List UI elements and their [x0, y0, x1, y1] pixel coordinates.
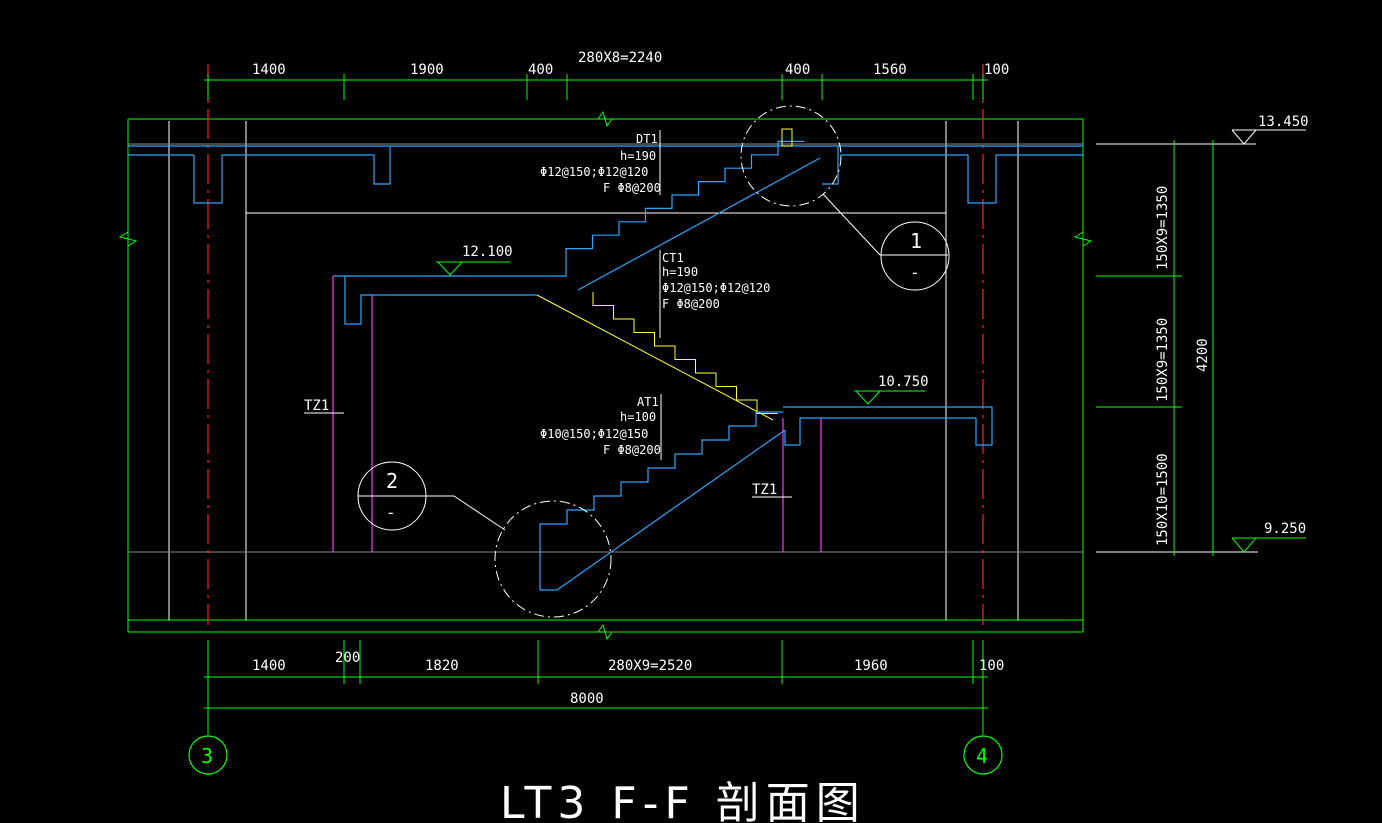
dim-right-1: 150X9=1350 [1155, 186, 1171, 270]
svg-text:DT1: DT1 [636, 132, 658, 146]
dim-right-3: 150X10=1500 [1155, 453, 1171, 546]
dim-bottom-1400: 1400 [252, 658, 286, 674]
dim-bottom-100: 100 [979, 658, 1004, 674]
elevation-markers [436, 129, 1306, 553]
elevation-13450: 13.450 [1258, 114, 1309, 130]
dim-bottom-200: 200 [335, 650, 360, 666]
top-slab [128, 145, 1083, 204]
flight-at1-notes: AT1 h=100 Φ10@150;Φ12@150 F Φ8@200 [540, 395, 661, 457]
dim-right-total: 4200 [1195, 338, 1211, 372]
flight-at1-steps [539, 411, 783, 590]
axis-lines [207, 64, 984, 625]
svg-text:CT1: CT1 [662, 251, 684, 265]
svg-text:F Φ8@200: F Φ8@200 [662, 297, 720, 311]
elevation-9250: 9.250 [1264, 521, 1306, 537]
drawing-title: LT3 F-F 剖面图 [500, 778, 866, 823]
svg-text:h=100: h=100 [620, 410, 656, 424]
detail-1-number: 1 [910, 229, 922, 253]
flight-ct1-soffit [536, 294, 774, 421]
dim-bottom-1820: 1820 [425, 658, 459, 674]
dim-right-2: 150X9=1350 [1155, 318, 1171, 402]
elevation-12100: 12.100 [462, 244, 513, 260]
upper-landing [333, 262, 567, 325]
detail-2-sub: - [386, 503, 396, 522]
dim-top-1900: 1900 [410, 62, 444, 78]
svg-text:Φ12@150;Φ12@120: Φ12@150;Φ12@120 [662, 281, 770, 295]
flight-dt1-steps [565, 140, 805, 262]
dim-top-line [204, 74, 988, 100]
axis-label-4: 4 [976, 744, 988, 768]
dim-top-400b: 400 [785, 62, 810, 78]
svg-text:Φ12@150;Φ12@120: Φ12@150;Φ12@120 [540, 165, 648, 179]
svg-text:F Φ8@200: F Φ8@200 [603, 443, 661, 457]
flight-ct1-notes: CT1 h=190 Φ12@150;Φ12@120 F Φ8@200 [662, 251, 770, 311]
middle-landing [783, 406, 993, 446]
dim-right-line [1096, 140, 1214, 556]
tz1-label-right: TZ1 [752, 482, 777, 498]
flight-leaders [659, 130, 662, 460]
dim-top-1560: 1560 [873, 62, 907, 78]
elevation-10750: 10.750 [878, 374, 929, 390]
dim-top-2240: 280X8=2240 [578, 50, 662, 66]
flight-dt1-soffit [577, 157, 821, 291]
flight-dt1-notes: DT1 h=190 Φ12@150;Φ12@120 F Φ8@200 [540, 132, 661, 195]
dim-top-100: 100 [984, 62, 1009, 78]
svg-text:h=190: h=190 [662, 265, 698, 279]
svg-text:AT1: AT1 [637, 395, 659, 409]
detail-1-sub: - [910, 263, 920, 282]
svg-text:Φ10@150;Φ12@150: Φ10@150;Φ12@150 [540, 427, 648, 441]
svg-text:F Φ8@200: F Φ8@200 [603, 181, 661, 195]
detail-callouts [357, 105, 950, 618]
tz1-label-left: TZ1 [304, 398, 329, 414]
dim-top-400a: 400 [528, 62, 553, 78]
column-outlines [168, 121, 1019, 620]
detail-2-number: 2 [386, 469, 398, 493]
wall-frame [118, 110, 1093, 641]
dim-top-1400: 1400 [252, 62, 286, 78]
dim-bottom-2520: 280X9=2520 [608, 658, 692, 674]
stair-flights [536, 140, 821, 591]
axis-bubbles [188, 735, 1003, 775]
flight-at1-soffit [556, 429, 786, 591]
dim-bottom-1960: 1960 [854, 658, 888, 674]
svg-text:h=190: h=190 [620, 149, 656, 163]
axis-label-3: 3 [201, 744, 213, 768]
dim-bottom-line [204, 640, 988, 735]
tz1-columns [304, 276, 822, 552]
floor-lines [128, 143, 1083, 553]
flight-ct1-steps [592, 292, 778, 414]
dim-total-8000: 8000 [570, 691, 604, 707]
